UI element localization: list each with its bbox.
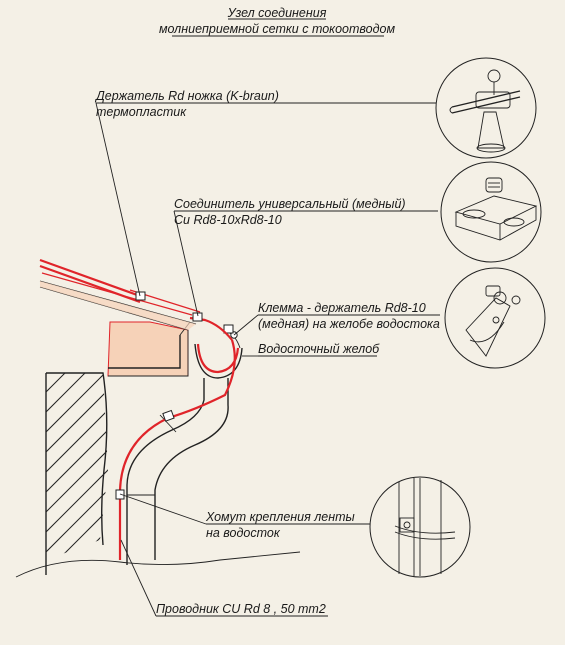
title-line-1: Узел соединения bbox=[227, 6, 327, 20]
clamp-label-line-1: Клемма - держатель Rd8-10 bbox=[258, 301, 426, 315]
connector-label-line-2: Cu Rd8-10xRd8-10 bbox=[174, 213, 282, 227]
wall bbox=[45, 372, 108, 575]
diagram-title: Узел соединения молниеприемной сетки с т… bbox=[159, 6, 396, 37]
detail-collar-circle bbox=[369, 476, 471, 578]
title-line-2: молниеприемной сетки с токоотводом bbox=[159, 22, 396, 36]
gutter-label: Водосточный желоб bbox=[258, 342, 380, 356]
roof-holder-foot bbox=[135, 291, 146, 301]
pipe-collar-lower bbox=[115, 489, 125, 500]
connector-label-line-1: Соединитель универсальный (медный) bbox=[174, 197, 406, 211]
holder-label-line-2: термопластик bbox=[96, 105, 187, 119]
leader-lines bbox=[95, 102, 440, 617]
detail-holder-circle bbox=[435, 57, 537, 159]
clamp-label-line-2: (медная) на желобе водостока bbox=[258, 317, 440, 331]
roof-eave bbox=[39, 258, 201, 377]
collar-label-line-2: на водосток bbox=[206, 526, 281, 540]
ground-line bbox=[15, 551, 301, 578]
collar-label-line-1: Хомут крепления ленты bbox=[205, 510, 355, 524]
conductor-label: Проводник CU Rd 8 , 50 mm2 bbox=[156, 602, 326, 616]
detail-connector-circle bbox=[440, 161, 542, 263]
conductor-path bbox=[115, 312, 236, 560]
downpipe bbox=[126, 378, 229, 565]
pipe-collar-upper bbox=[162, 409, 175, 422]
detail-clamp-circle bbox=[444, 267, 546, 369]
holder-label-line-1: Держатель Rd ножка (K-braun) bbox=[94, 89, 279, 103]
wall-hatching bbox=[46, 373, 108, 560]
